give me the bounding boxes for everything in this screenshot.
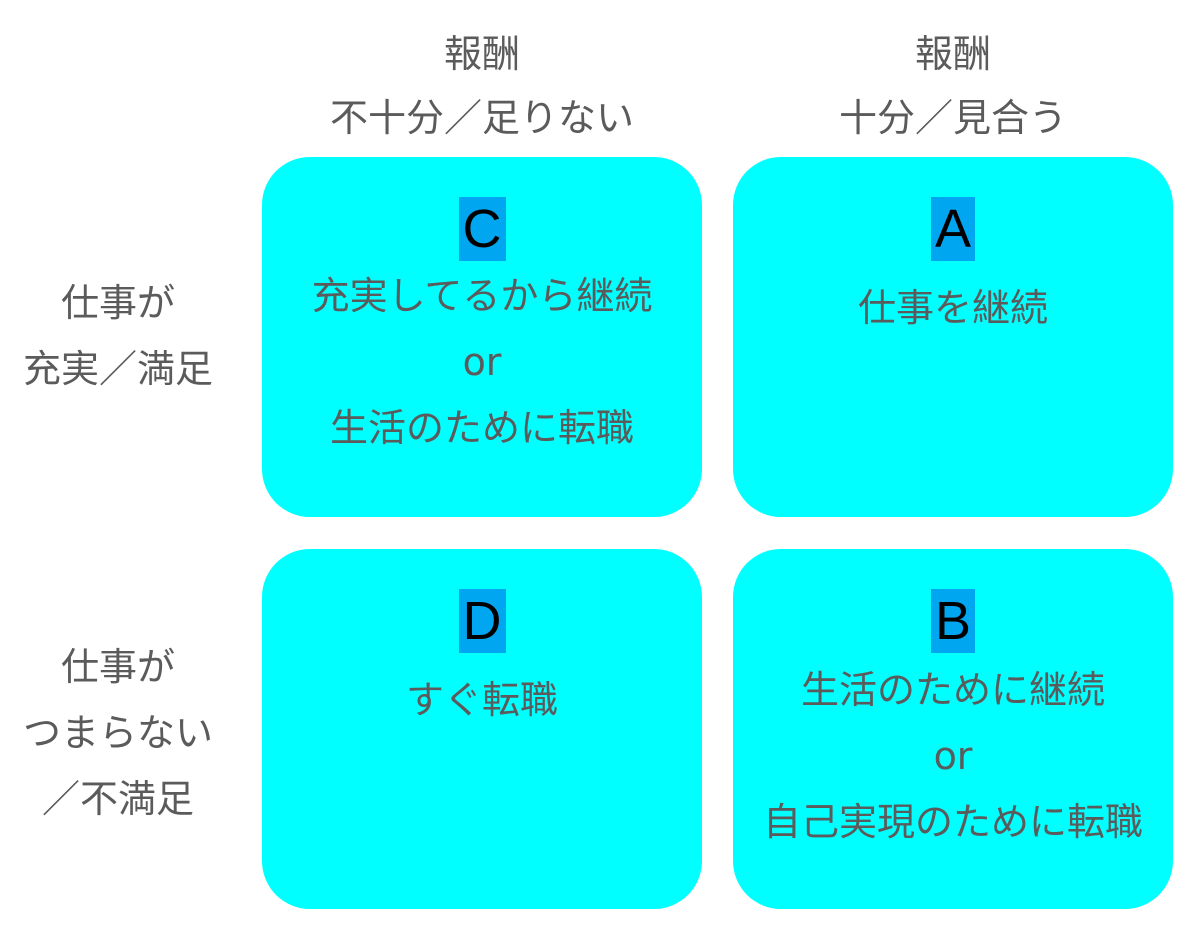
quadrant-text-line: 仕事を継続 [857,286,1048,330]
quadrant-text-line: 生活のために継続 [800,668,1105,712]
quadrant-b: B 生活のために継続 or 自己実現のために転職 [733,549,1173,909]
quadrant-c-body: 充実してるから継続 or 生活のために転職 [262,263,702,461]
quadrant-letter-d: D [458,589,506,653]
row-header-line: 仕事が [60,281,175,325]
row-header-line: ／不満足 [41,777,194,821]
row-header-work-fulfilling: 仕事が 充実／満足 [0,270,236,402]
row-header-work-boring: 仕事が つまらない ／不満足 [0,634,236,832]
quadrant-text-line: 自己実現のために転職 [762,800,1143,844]
quadrant-text-line: or [933,734,973,778]
column-header-reward-insufficient: 報酬 不十分／足りない [262,22,702,150]
row-header-line: つまらない [22,711,213,755]
quadrant-a: A 仕事を継続 [733,157,1173,517]
column-header-line: 報酬 [914,32,991,76]
row-header-line: 充実／満足 [22,347,213,391]
quadrant-d: D すぐ転職 [262,549,702,909]
column-header-line: 報酬 [443,32,520,76]
quadrant-text-line: すぐ転職 [405,678,558,722]
quadrant-text-line: 生活のために転職 [329,406,634,450]
column-header-reward-sufficient: 報酬 十分／見合う [733,22,1173,150]
quadrant-a-body: 仕事を継続 [733,275,1173,341]
column-header-line: 十分／見合う [838,96,1067,140]
quadrant-b-body: 生活のために継続 or 自己実現のために転職 [733,657,1173,855]
row-header-line: 仕事が [60,645,175,689]
column-header-line: 不十分／足りない [329,96,634,140]
quadrant-text-line: 充実してるから継続 [311,274,653,318]
quadrant-letter-c: C [458,197,506,261]
quadrant-text-line: or [462,340,502,384]
quadrant-c: C 充実してるから継続 or 生活のために転職 [262,157,702,517]
quadrant-letter-b: B [930,589,976,653]
quadrant-letter-a: A [930,197,976,261]
quadrant-d-body: すぐ転職 [262,667,702,733]
